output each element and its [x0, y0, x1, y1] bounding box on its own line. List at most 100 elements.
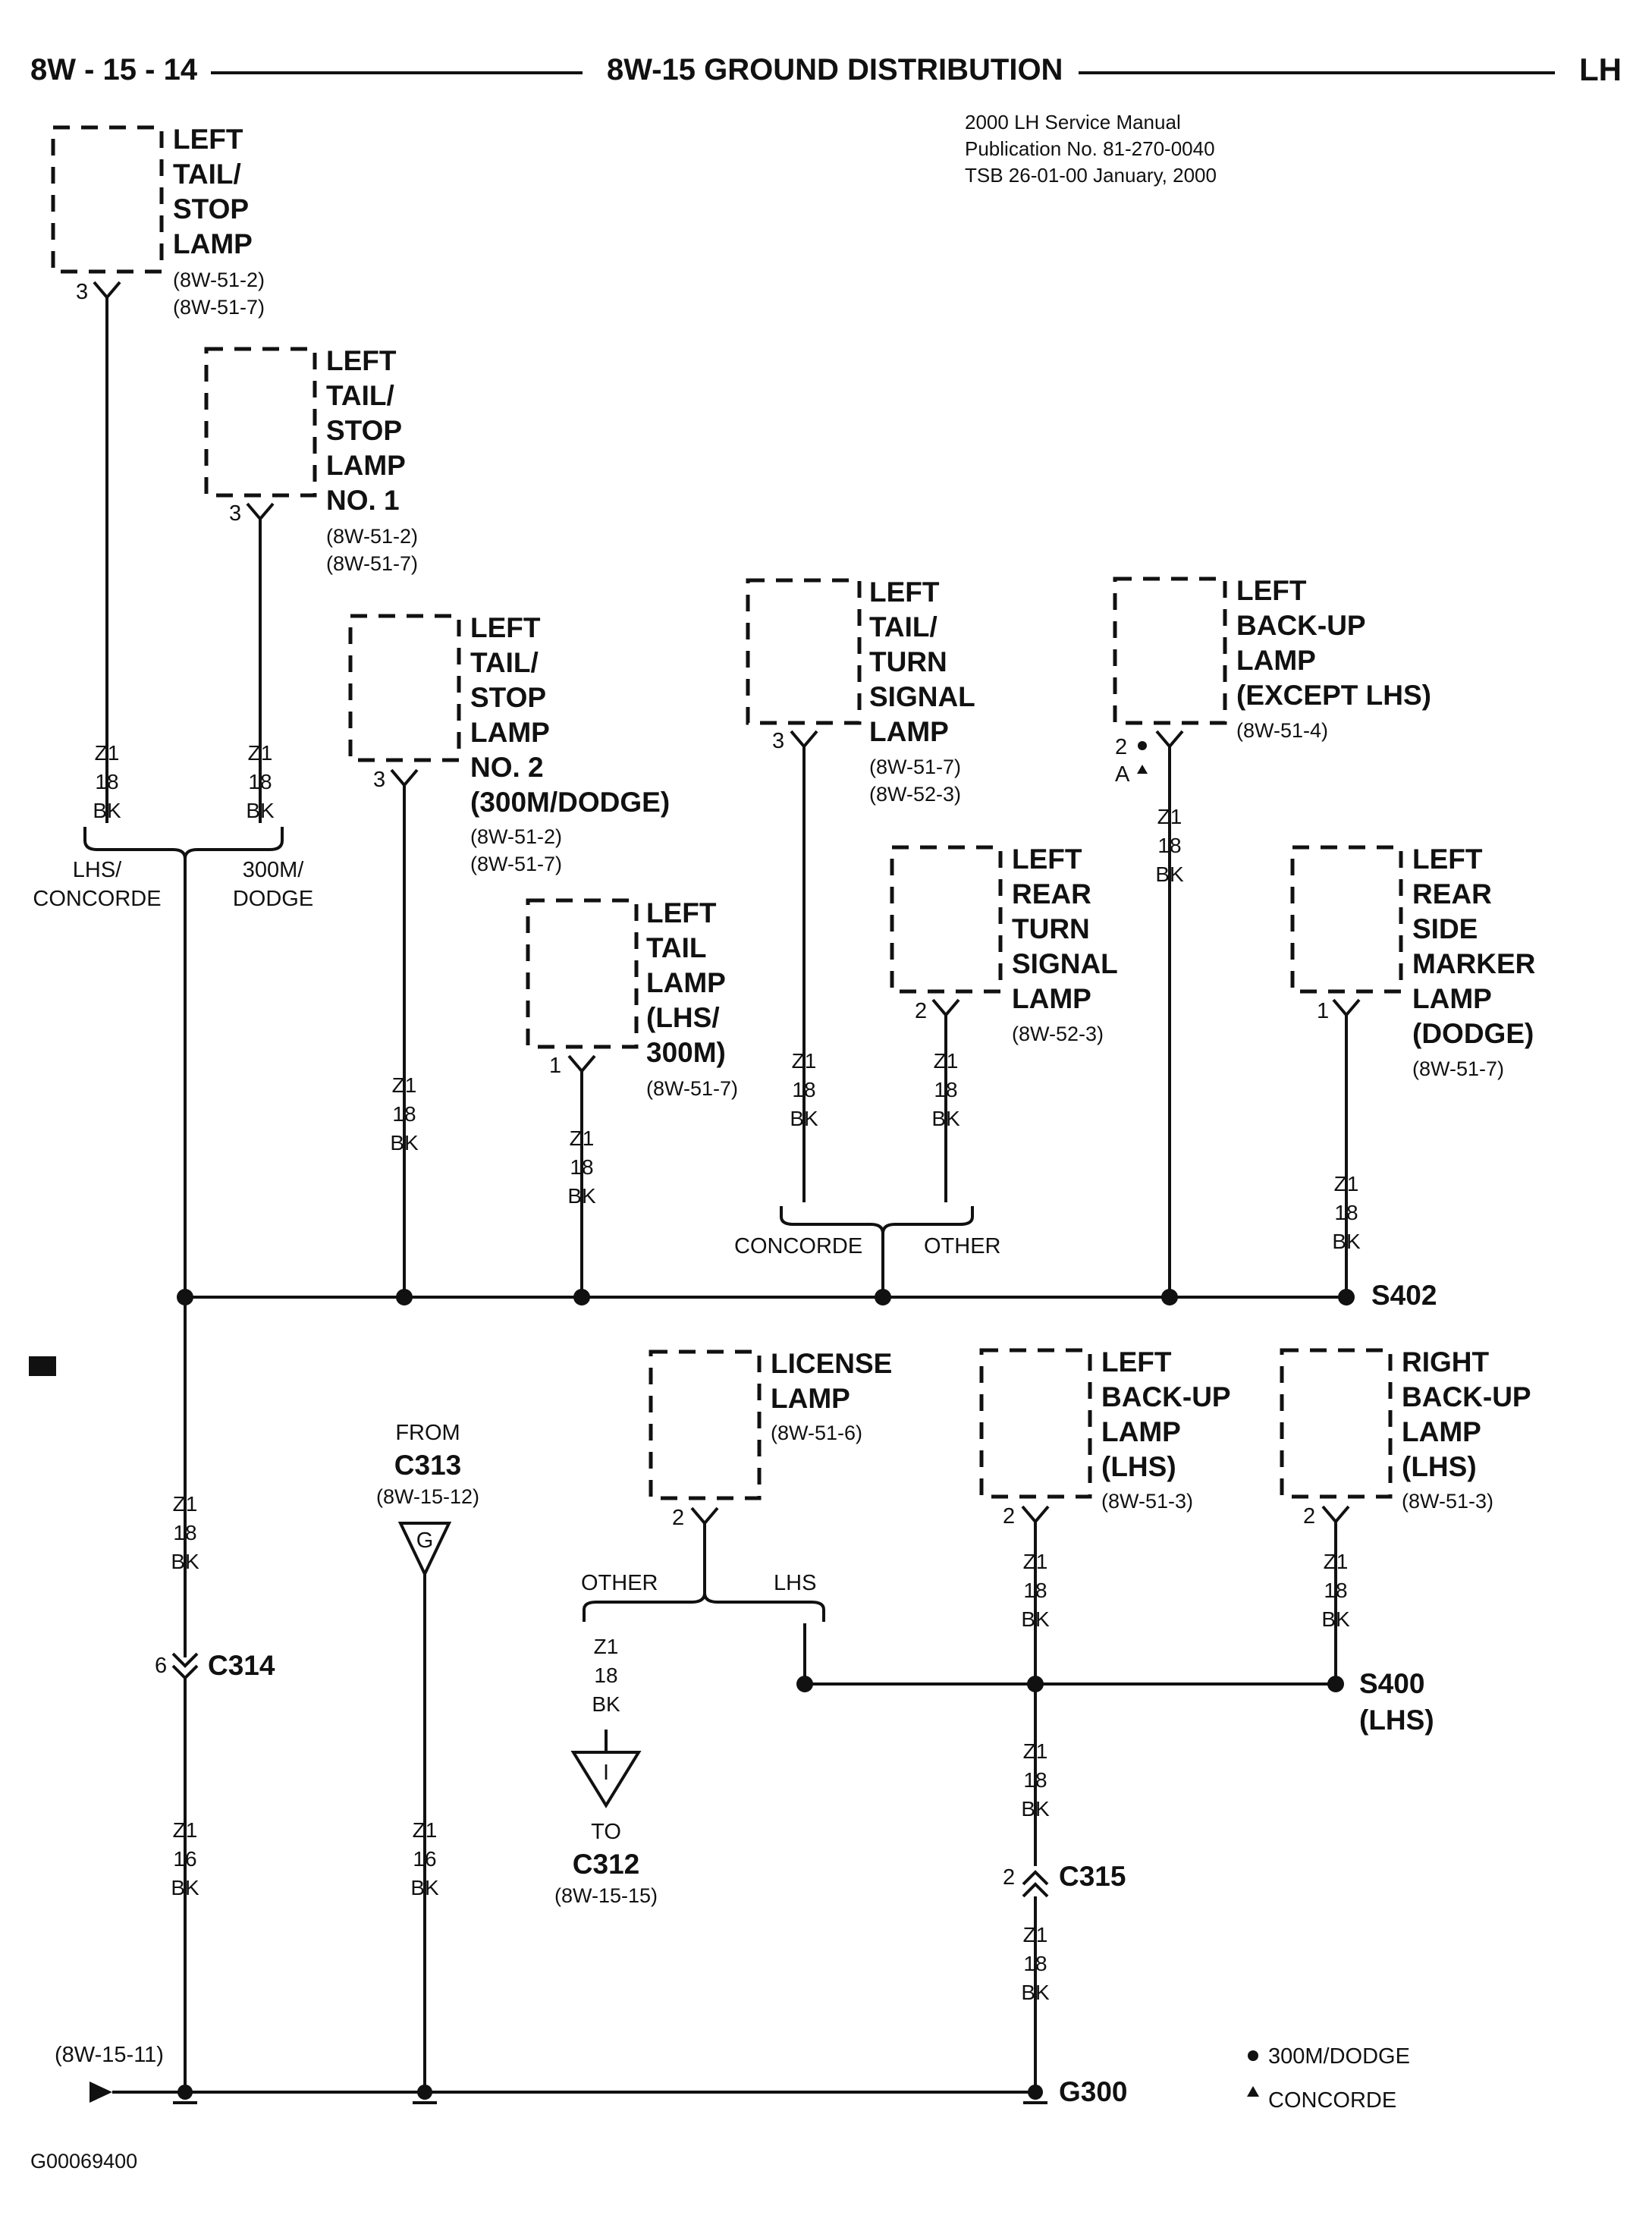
pin-number: 3 [76, 280, 88, 304]
legend-dot-label: 300M/DODGE [1268, 2044, 1410, 2069]
pin-number: 2 [915, 999, 927, 1023]
section-code: LH [1579, 52, 1622, 87]
publication-info: 2000 LH Service Manual Publication No. 8… [965, 109, 1217, 189]
component-ref: (8W-51-7)(8W-52-3) [869, 756, 961, 806]
component-ref: (8W-51-7) [1412, 1057, 1504, 1080]
splice-s402 [1338, 1289, 1355, 1305]
component-ref: (8W-52-3) [1012, 1023, 1104, 1045]
component-box [526, 898, 639, 1049]
branch-label: 300M/DODGE [233, 858, 313, 911]
connector-ref: (8W-15-15) [554, 1884, 658, 1907]
component-ref: (8W-51-3) [1101, 1490, 1193, 1513]
pin-number: 3 [229, 501, 241, 526]
pin-terminal [93, 281, 121, 306]
connector-label: C313 [394, 1450, 461, 1481]
connector-c313-symbol [397, 1522, 452, 1578]
pin-terminal [1332, 998, 1361, 1024]
splice-node [796, 1676, 813, 1692]
splice-label: S400 [1359, 1668, 1424, 1699]
component-box [746, 578, 862, 725]
pin-terminal [1021, 1505, 1050, 1531]
branch-bracket [780, 1206, 974, 1234]
connector-letter: I [603, 1761, 609, 1785]
connector-ref: (8W-15-12) [376, 1485, 479, 1508]
publication-line: Publication No. 81-270-0040 [965, 137, 1215, 160]
connector-label: C312 [573, 1849, 639, 1880]
pin-terminal [1321, 1505, 1350, 1531]
to-label: TO [591, 1820, 621, 1844]
component-box [890, 845, 1003, 994]
splice-node [1028, 2085, 1043, 2100]
ground-label: G300 [1059, 2076, 1128, 2107]
component-box [1113, 577, 1227, 725]
page-title: 8W-15 GROUND DISTRIBUTION [607, 53, 1063, 86]
branch-label: LHS/CONCORDE [33, 858, 161, 911]
component-box [348, 614, 461, 762]
branch-label: OTHER [924, 1234, 1001, 1258]
component-box [649, 1349, 762, 1500]
section-marker [29, 1356, 56, 1376]
triangle-icon [1137, 765, 1148, 774]
component-ref: (8W-51-7) [646, 1077, 738, 1100]
pin-number: 2 [1303, 1504, 1315, 1529]
dot-icon [1248, 2050, 1258, 2061]
branch-label: LHS [774, 1571, 816, 1595]
pin-number: 2 [1115, 735, 1127, 759]
publication-line: TSB 26-01-00 January, 2000 [965, 164, 1217, 187]
connector-letter: G [416, 1529, 434, 1553]
figure-id: G00069400 [30, 2150, 137, 2173]
component-box [1290, 845, 1403, 994]
splice-node [875, 1289, 891, 1305]
ground-ref: (8W-15-11) [55, 2043, 164, 2067]
splice-node [396, 1289, 413, 1305]
component-box [51, 125, 164, 274]
component-ref: (8W-51-6) [771, 1422, 862, 1444]
component-box [1280, 1348, 1393, 1499]
pin-number: 1 [549, 1054, 561, 1078]
connector-label: C315 [1059, 1861, 1126, 1892]
pin-number: 2 [672, 1506, 684, 1530]
component-ref: (8W-51-2)(8W-51-7) [470, 825, 562, 875]
connector-c315 [1022, 1870, 1049, 1898]
pin-terminal [567, 1054, 596, 1080]
splice-node [1161, 1289, 1178, 1305]
pin-number: 2 [1003, 1504, 1015, 1529]
pin-terminal [1155, 730, 1184, 756]
splice-label: (LHS) [1359, 1704, 1434, 1736]
triangle-icon [1247, 2086, 1259, 2097]
component-box [979, 1348, 1092, 1499]
branch-bracket [83, 827, 284, 859]
splice-node [573, 1289, 590, 1305]
branch-label: CONCORDE [734, 1234, 862, 1258]
dot-icon [1138, 741, 1147, 750]
branch-label: OTHER [581, 1571, 658, 1595]
pin-terminal [246, 502, 275, 528]
pin-number: 3 [772, 729, 784, 753]
pin-number: 3 [373, 768, 385, 792]
splice-node [177, 2085, 193, 2100]
pin-number: A [1115, 762, 1130, 787]
component-ref: (8W-51-4) [1236, 719, 1328, 742]
